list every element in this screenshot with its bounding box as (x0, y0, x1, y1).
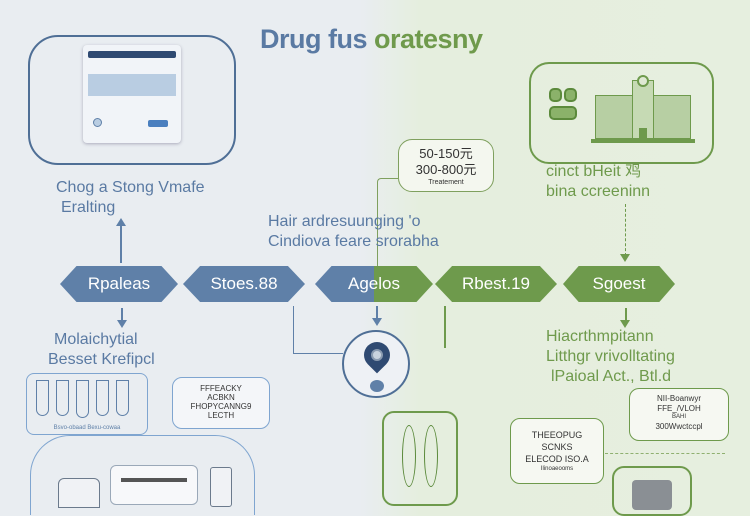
right-top-label: cinct bHeit 鸡 bina ccreeninn (546, 163, 651, 200)
hospital-frame (529, 62, 714, 164)
right-bottom-label: Hiacrthmpitann Litthgr vrivolltating lPa… (546, 328, 675, 385)
test-tubes-card: Bsvo-obaad Bexu-cowaa (26, 373, 148, 435)
arrow-down-icon (620, 254, 630, 262)
lab-report-icon (110, 465, 198, 505)
beaker-icon (58, 478, 100, 508)
test-tube-icon (36, 380, 49, 416)
connector-line (293, 306, 343, 354)
step-1[interactable]: Rpaleas (60, 266, 178, 302)
device-card (612, 466, 692, 516)
hospital-building-icon (591, 75, 695, 145)
center-label: Hair ardresuunging 'o Cindiova feare sro… (268, 213, 439, 250)
connector-line (121, 308, 123, 322)
specimen-jar-icon (210, 467, 232, 507)
step-2[interactable]: Stoes.88 (183, 266, 305, 302)
connector-line (120, 225, 122, 263)
step-5[interactable]: Sgoest (563, 266, 675, 302)
leaf-icon (424, 425, 438, 487)
page-title: Drug fus oratesny (260, 24, 483, 54)
step-3[interactable]: Agelos (315, 266, 433, 302)
leaves-card (382, 411, 458, 506)
connector-line (377, 178, 398, 268)
left-bottom-label: Molaichytial Besset Krefipcl (48, 331, 155, 368)
price-box: 50-150元 300-800元 Treatement (398, 139, 494, 192)
test-tube-icon (56, 380, 69, 416)
dashed-connector (625, 204, 626, 256)
cloud-outline (30, 435, 255, 515)
screen-illustration-icon (83, 45, 181, 143)
test-tube-icon (116, 380, 129, 416)
test-tube-icon (76, 380, 89, 418)
test-tube-icon (96, 380, 109, 416)
info-card-left: FFFEACKY ACBKN FHOPYCANNG9 LECTH (172, 377, 270, 429)
arrow-down-icon (372, 318, 382, 326)
connector-line (444, 306, 446, 348)
step-4[interactable]: Rbest.19 (435, 266, 557, 302)
leaf-icon (402, 425, 416, 487)
location-pin-icon (342, 330, 410, 398)
connector-line (376, 306, 378, 320)
device-icon (632, 480, 672, 510)
arrow-up-icon (116, 218, 126, 226)
dashed-connector (605, 453, 725, 454)
screen-frame (28, 35, 236, 165)
medical-icons (549, 88, 579, 124)
left-top-label: Chog a Stong Vmafe Eralting (56, 179, 205, 216)
info-card-middle: THEEOPUG SCNKS ELECOD ISO.A Ilinoaeooms (510, 418, 604, 484)
info-card-right: NII-Boanwyr FFE_/VLOH BAHI 300Wwctccpl (629, 388, 729, 441)
connector-line (625, 308, 627, 322)
arrow-down-icon (117, 320, 127, 328)
arrow-down-icon (620, 320, 630, 328)
